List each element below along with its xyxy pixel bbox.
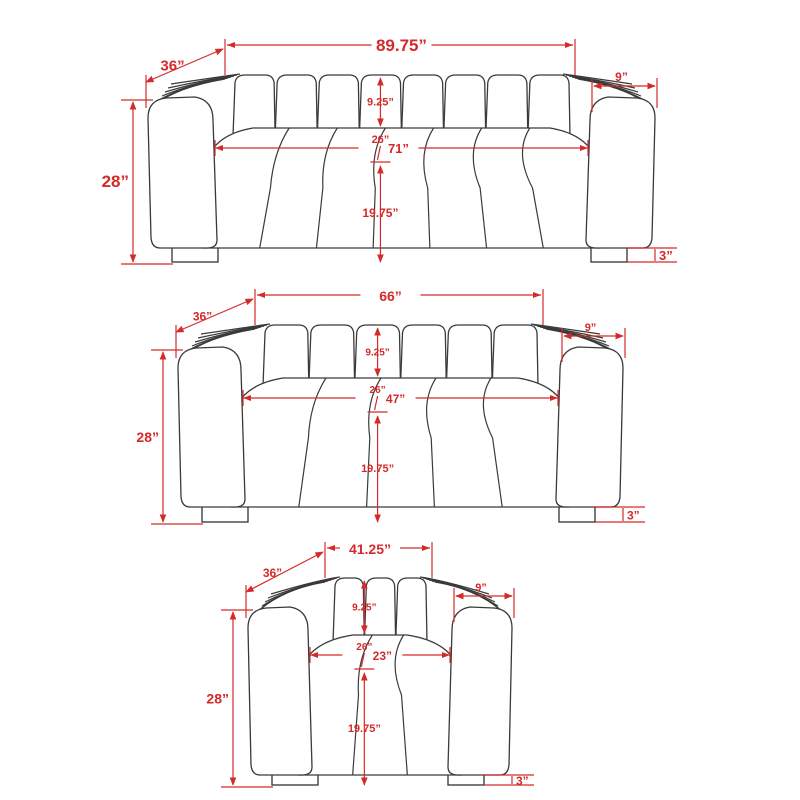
right-arm (447, 606, 513, 776)
arrow (422, 545, 430, 551)
back-cushion (308, 324, 356, 387)
back-height-label: 9.25” (352, 603, 376, 614)
seat-height-label: 19.75” (362, 206, 398, 220)
seat-depth-dimension-line (376, 145, 382, 161)
leg-height-label: 3” (516, 774, 529, 788)
arrow (227, 42, 235, 48)
left-arm (177, 346, 246, 508)
right-arm (555, 346, 624, 508)
arm-width-label: 9” (475, 582, 487, 594)
leg-height-label: 3” (659, 248, 673, 263)
depth-label: 36” (160, 58, 184, 75)
arm-channel (258, 580, 329, 611)
back-cushion (262, 324, 310, 387)
arm-channel (419, 576, 490, 595)
seat-channel (521, 127, 544, 249)
back-cushion (232, 74, 276, 137)
seat-channel (394, 634, 408, 776)
width-label: 66” (379, 288, 402, 304)
seat-depth-dimension-line (373, 395, 379, 411)
seat-channel (259, 127, 290, 249)
back-cushion (399, 324, 447, 387)
seat-channel (298, 377, 327, 508)
arrow (580, 145, 588, 151)
arrow (310, 652, 318, 658)
arrow (215, 145, 223, 151)
sofa-drawing (147, 73, 656, 263)
depth-label: 36” (193, 310, 212, 324)
arrow (257, 292, 265, 298)
seat-channel (315, 127, 338, 249)
back-cushion (442, 74, 487, 137)
back-cushion (491, 324, 539, 387)
left-arm (147, 96, 218, 249)
loveseat-dimensions: 66” 36” 28” 9” 3” 9.25” 26” 19.75” 47” (136, 288, 645, 525)
back-cushion (485, 74, 529, 137)
depth-dimension-line (145, 48, 224, 83)
seat-depth-label: 26” (370, 385, 386, 396)
width-label: 89.75” (376, 36, 427, 55)
height-label: 28” (136, 429, 159, 445)
right-arm (585, 96, 656, 249)
seat-channel (423, 127, 435, 249)
seat-channel (482, 377, 503, 508)
left-arm (247, 606, 313, 776)
height-label: 28” (102, 172, 129, 191)
seat-height-label: 19.75” (361, 463, 394, 475)
arrow (243, 395, 251, 401)
seat-channel (426, 377, 437, 508)
height-label: 28” (206, 691, 229, 707)
arrow (533, 292, 541, 298)
arm-width-label: 9” (615, 70, 628, 84)
arrow (327, 545, 335, 551)
seat-height-label: 19.75” (348, 723, 381, 735)
seat-depth-dimension-line (360, 652, 365, 668)
back-height-label: 9.25” (367, 97, 394, 109)
back-cushion (445, 324, 493, 387)
seat-width-label: 71” (388, 141, 409, 156)
seat-channel (352, 634, 373, 776)
arm-channel (197, 324, 268, 339)
arrow (442, 652, 450, 658)
depth-dimension-line (175, 298, 254, 333)
seat-channel (372, 127, 386, 249)
back-cushion (400, 74, 445, 137)
back-height-label: 9.25” (365, 348, 389, 359)
chair-drawing (247, 576, 513, 786)
back-cushion (527, 74, 571, 137)
arrow (565, 42, 573, 48)
seat-width-label: 23” (373, 649, 392, 663)
depth-label: 36” (263, 566, 282, 580)
seat-channel (366, 377, 382, 508)
loveseat-drawing (177, 323, 624, 523)
depth-dimension-line (245, 551, 324, 593)
chair-dimensions: 41.25” 36” 28” 9” 3” 9.25” 26” 19.75” 23” (206, 541, 534, 788)
arrow (550, 395, 558, 401)
seat-width-label: 47” (386, 392, 405, 406)
back-cushion (274, 74, 318, 137)
width-label: 41.25” (349, 541, 391, 557)
seat-channel (472, 127, 488, 249)
seat-depth-label: 26” (372, 134, 390, 146)
back-cushion (395, 577, 428, 644)
sofa-dimensions: 89.75” 36” 28” 9” 3” 9.25” 26” 19.75” 71” (102, 36, 677, 265)
seat-depth-label: 26” (356, 642, 372, 653)
arm-width-label: 9” (585, 322, 597, 334)
leg-height-label: 3” (627, 509, 640, 523)
arm-channel (167, 74, 238, 89)
back-cushion (316, 74, 361, 137)
